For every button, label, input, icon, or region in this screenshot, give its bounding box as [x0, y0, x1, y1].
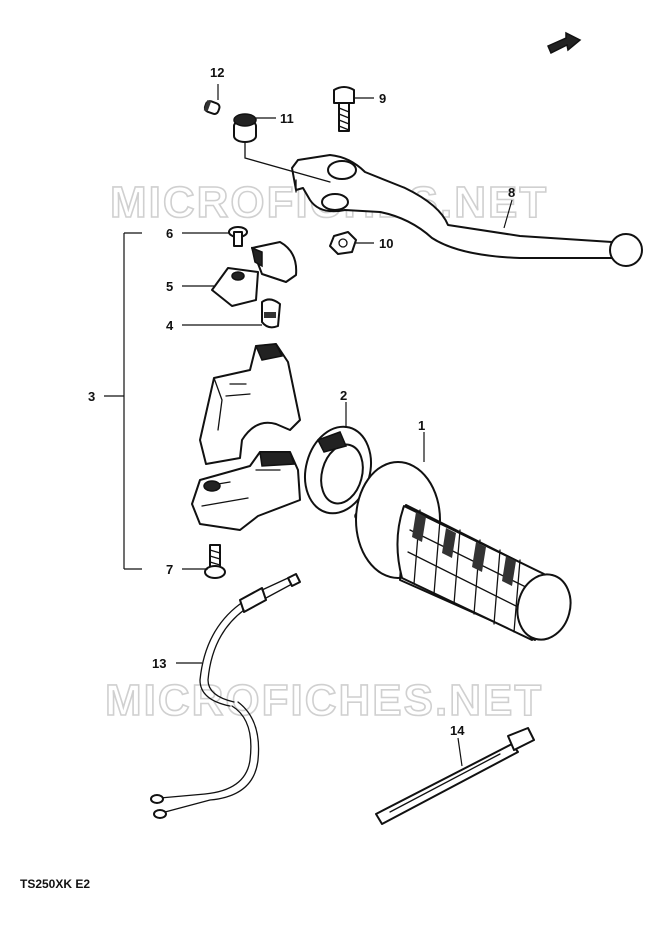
part-3-holder-upper	[199, 343, 301, 465]
part-1-grip	[355, 461, 572, 641]
part-10-nut	[329, 231, 357, 255]
part-4-clip	[261, 298, 281, 329]
callout-1: 1	[418, 418, 425, 433]
part-11-bushing	[233, 113, 257, 143]
part-3-holder-lower	[191, 451, 301, 531]
part-7-bolt	[204, 544, 226, 579]
part-12-pin	[203, 99, 221, 115]
callout-2: 2	[340, 388, 347, 403]
model-code: TS250XK E2	[20, 877, 90, 891]
callout-13: 13	[152, 656, 166, 671]
part-14-tie	[375, 727, 535, 825]
callout-8: 8	[508, 185, 515, 200]
callout-4: 4	[166, 318, 174, 333]
callout-6: 6	[166, 226, 173, 241]
callout-7: 7	[166, 562, 173, 577]
callout-9: 9	[379, 91, 386, 106]
part-6-screw	[228, 226, 248, 247]
part-5-plate	[211, 267, 259, 307]
watermark-bottom: MICROFICHES.NET	[105, 676, 543, 725]
callout-11: 11	[280, 111, 294, 126]
callout-3: 3	[88, 389, 95, 404]
front-direction-arrow-icon	[547, 31, 582, 55]
part-2-cam	[304, 425, 372, 521]
leader-lines	[104, 84, 513, 767]
alignment-line	[244, 141, 331, 183]
part-cover-top	[250, 241, 298, 283]
callout-12: 12	[210, 65, 224, 80]
part-13-wire	[150, 573, 301, 819]
callout-14: 14	[450, 723, 465, 738]
part-8-lever	[291, 154, 643, 267]
callout-5: 5	[166, 279, 173, 294]
callout-10: 10	[379, 236, 393, 251]
part-9-bolt	[333, 86, 355, 132]
